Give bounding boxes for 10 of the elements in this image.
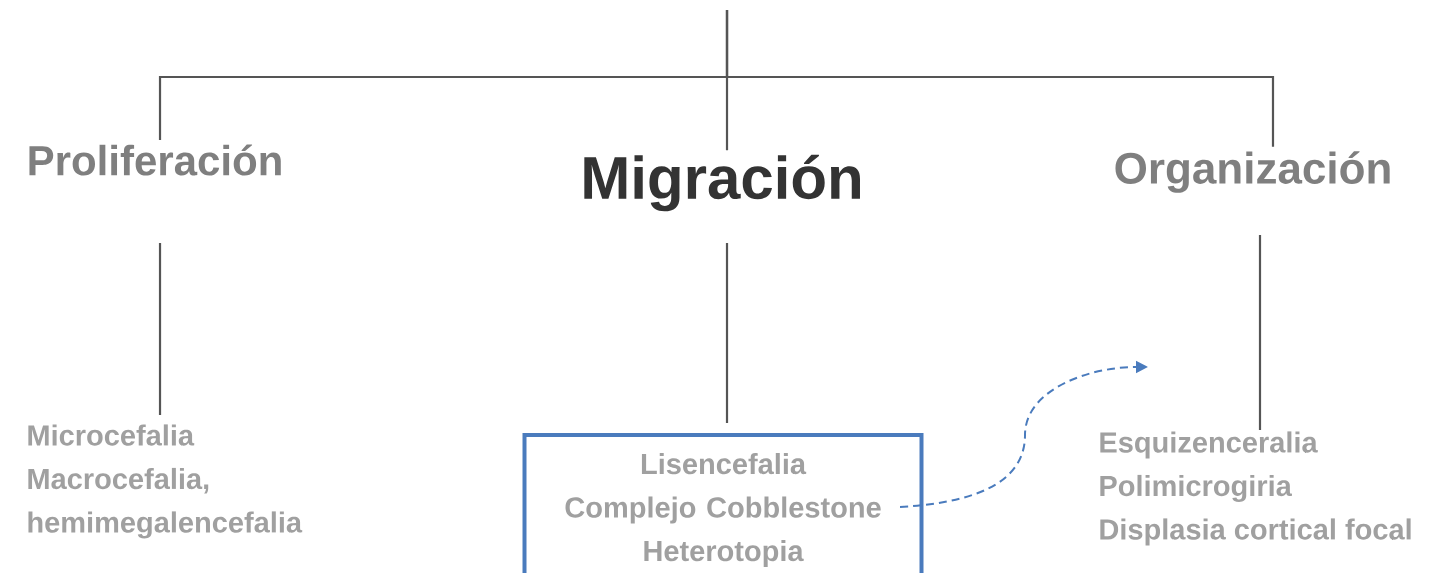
connector-line (1258, 235, 1262, 430)
list-text: Microcefalia Macrocefalia, hemimegalencefalia (28, 424, 303, 539)
heading-text: Organización (1115, 151, 1390, 193)
heading-text: Proliferación (29, 144, 281, 176)
connector-line (158, 243, 162, 415)
list-text: Esquizenceralia Polimicrogiria Displasia cortical focal (1100, 431, 1411, 546)
tree-connector (725, 10, 1275, 147)
list-box: Lisencefalia Complejo Cobblestone Heterotopia (522, 433, 924, 573)
connector-line (725, 243, 729, 423)
heading-text: Migración (584, 154, 860, 212)
